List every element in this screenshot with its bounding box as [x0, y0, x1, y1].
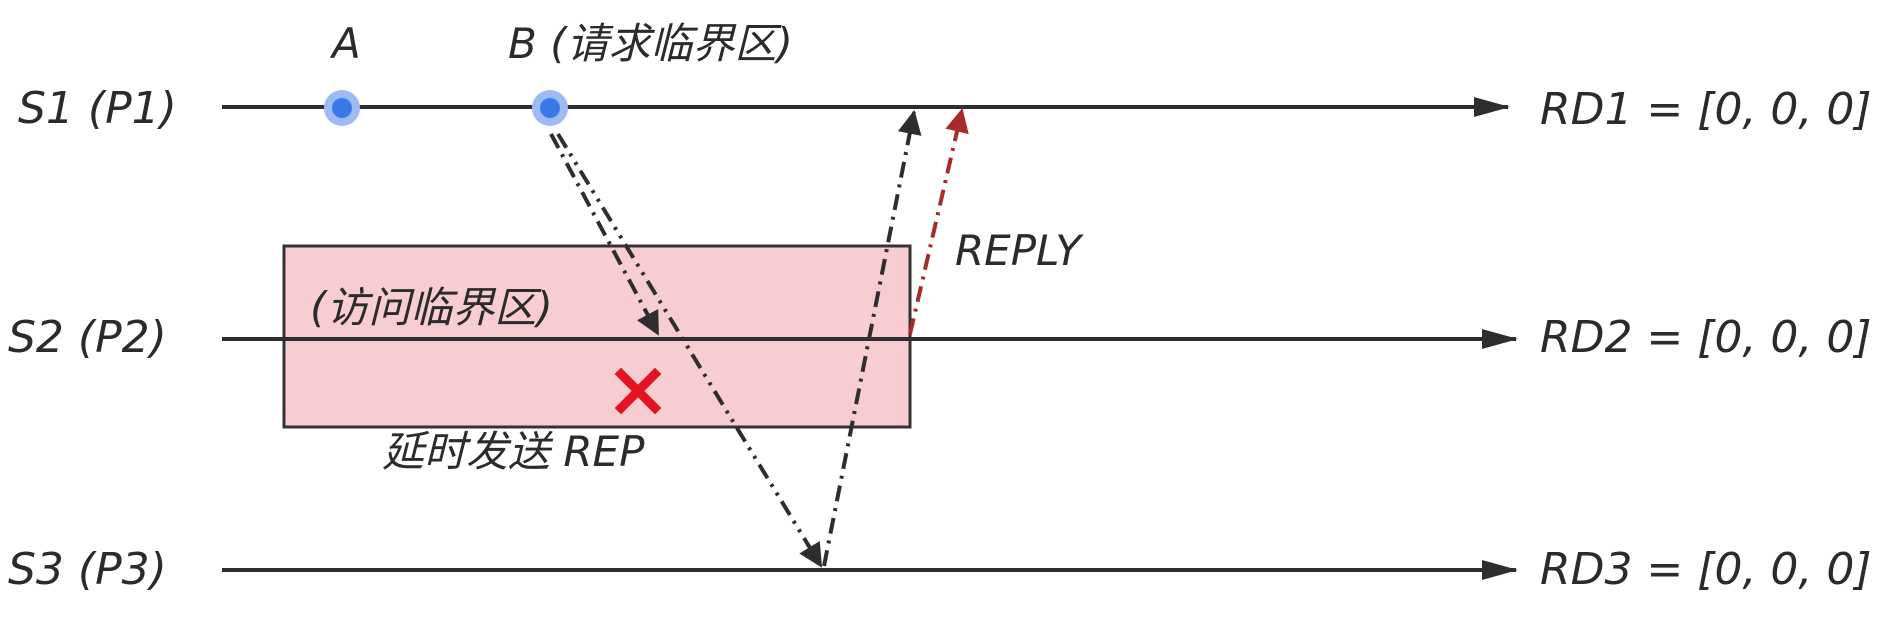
event-point-a [324, 90, 360, 126]
vector-label-s1: RD1 = [0, 0, 0] [1540, 84, 1872, 135]
process-label-s3: S3 (P3) [8, 544, 167, 595]
process-label-s1: S1 (P1) [18, 83, 177, 134]
event-point-b [532, 90, 568, 126]
request-message-to-s2 [549, 133, 660, 336]
process-label-s2: S2 (P2) [8, 312, 167, 363]
reply-message-s3-to-s1 [822, 110, 922, 567]
vector-label-s2: RD2 = [0, 0, 0] [1540, 312, 1872, 363]
event-label-a: A [329, 19, 361, 68]
critical-section-box [282, 244, 912, 429]
reply-message-s2-to-s1 [908, 108, 969, 335]
critical-section-label: (访问临界区) [310, 283, 553, 332]
event-label-b: B (请求临界区) [508, 19, 793, 68]
reply-label: REPLY [955, 226, 1084, 275]
cross-mark-icon [614, 367, 662, 415]
request-message-to-s3 [556, 132, 823, 568]
deferred-reply-label: 延时发送 REP [382, 427, 645, 476]
vector-label-s3: RD3 = [0, 0, 0] [1540, 544, 1872, 595]
